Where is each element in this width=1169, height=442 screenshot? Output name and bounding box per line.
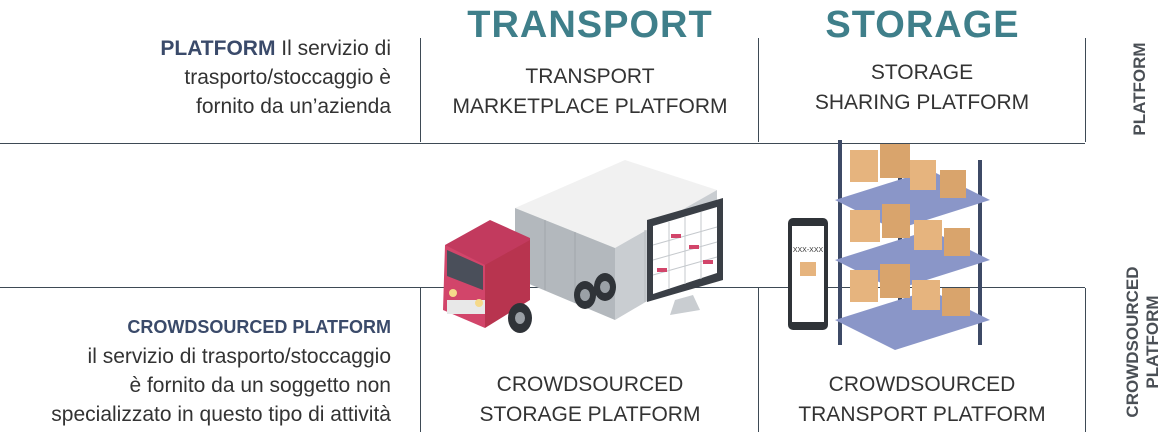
platform-description: PLATFORM Il servizio di trasporto/stocca…	[11, 34, 391, 121]
platform-desc-line2: trasporto/stoccaggio è	[184, 66, 391, 89]
transport-marketplace-line2: MARKETPLACE PLATFORM	[452, 95, 728, 118]
grid-divider-left-top	[420, 38, 421, 142]
crowdsourced-transport-label: CROWDSOURCED TRANSPORT PLATFORM	[762, 370, 1082, 430]
crowdsourced-transport-line1: CROWDSOURCED	[828, 373, 1016, 396]
grid-divider-mid-bottom	[758, 288, 759, 432]
row-label-crowdsourced: CROWDSOURCED PLATFORM	[1123, 242, 1167, 442]
column-title-transport: TRANSPORT	[467, 4, 713, 46]
crowdsourced-desc-line3: specializzato in questo tipo di attività	[51, 403, 391, 426]
platform-desc-line3: fornito da un’azienda	[196, 95, 391, 118]
warehouse-shelf-illustration: XXX-XXX	[788, 140, 990, 350]
grid-divider-right-top	[1085, 38, 1086, 142]
storage-sharing-label: STORAGE SHARING PLATFORM	[762, 58, 1082, 118]
crowdsourced-heading: CROWDSOURCED PLATFORM	[127, 317, 391, 337]
grid-divider-mid-top	[758, 38, 759, 142]
monitor-calendar-icon	[647, 198, 723, 315]
row-label-crowdsourced-line1: CROWDSOURCED	[1123, 266, 1142, 418]
crowdsourced-storage-label: CROWDSOURCED STORAGE PLATFORM	[425, 370, 755, 430]
grid-line-top	[0, 143, 1085, 144]
column-title-storage: STORAGE	[825, 4, 1020, 46]
truck-wheels	[508, 273, 616, 333]
shelf-boards	[835, 170, 990, 350]
crowdsourced-storage-line1: CROWDSOURCED	[496, 373, 684, 396]
crowdsourced-storage-line2: STORAGE PLATFORM	[479, 403, 701, 426]
storage-sharing-line2: SHARING PLATFORM	[814, 91, 1030, 114]
crowdsourced-transport-line2: TRANSPORT PLATFORM	[798, 403, 1046, 426]
crowdsourced-desc-line2: è fornito da un soggetto non	[129, 374, 391, 397]
phone-screen-text: XXX-XXX	[793, 247, 824, 254]
row-label-crowdsourced-line2: PLATFORM	[1143, 295, 1162, 389]
platform-heading: PLATFORM	[160, 37, 276, 60]
row-label-platform: PLATFORM	[1130, 42, 1149, 136]
truck-illustration	[443, 160, 723, 333]
storage-sharing-line1: STORAGE	[870, 61, 974, 84]
grid-divider-left-bottom	[420, 288, 421, 432]
smartphone-icon: XXX-XXX	[788, 218, 828, 330]
grid-divider-right-bottom	[1085, 288, 1086, 432]
truck-cab	[443, 220, 530, 328]
crowdsourced-description: CROWDSOURCED PLATFORM il servizio di tra…	[0, 313, 391, 429]
platform-desc-line1: Il servizio di	[281, 37, 391, 60]
transport-marketplace-line1: TRANSPORT	[525, 65, 655, 88]
crowdsourced-desc-line1: il servizio di trasporto/stoccaggio	[87, 345, 391, 368]
transport-marketplace-label: TRANSPORT MARKETPLACE PLATFORM	[425, 62, 755, 122]
cardboard-boxes	[850, 144, 970, 316]
